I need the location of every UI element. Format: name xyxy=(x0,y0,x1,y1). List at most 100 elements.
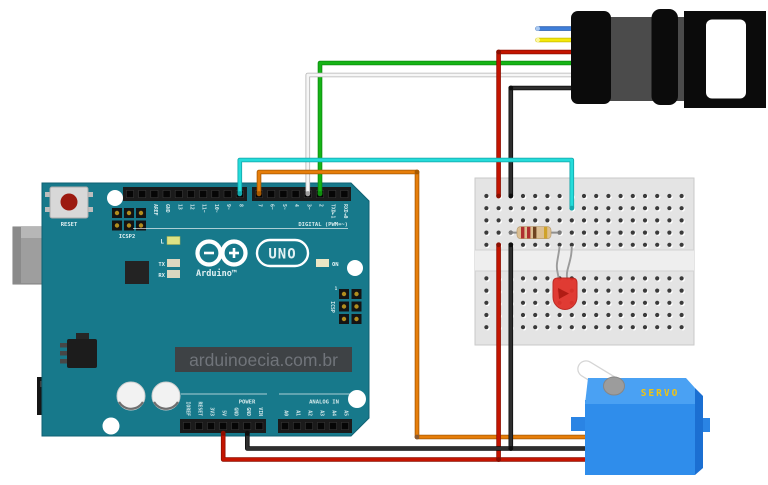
breadboard-hole xyxy=(581,206,587,211)
breadboard-hole xyxy=(581,300,587,305)
breadboard-hole xyxy=(679,242,684,247)
breadboard-hole xyxy=(642,206,648,211)
pin-label: A0 xyxy=(283,410,289,416)
breadboard-hole xyxy=(545,300,550,305)
wire-end-dot xyxy=(569,205,575,211)
header-pin xyxy=(329,422,337,430)
breadboard-hole xyxy=(655,325,660,330)
watermark-box xyxy=(175,347,352,372)
wire-white-outline xyxy=(308,75,577,194)
l-led xyxy=(166,236,181,245)
breadboard-hole xyxy=(569,218,574,223)
breadboard-hole xyxy=(655,206,660,211)
breadboard-hole xyxy=(545,325,550,330)
breadboard-hole xyxy=(520,300,526,305)
breadboard-hole xyxy=(484,312,489,318)
icsp2-label: ICSP2 xyxy=(119,234,136,240)
breadboard-hole xyxy=(642,288,648,293)
power-pins xyxy=(183,422,264,430)
breadboard-hole xyxy=(642,242,648,247)
logo-ring-plus xyxy=(220,239,248,267)
breadboard-hole xyxy=(667,288,672,293)
rx-led xyxy=(167,270,180,278)
breadboard-hole xyxy=(679,230,684,235)
header-pin xyxy=(138,190,147,198)
usb-end xyxy=(13,227,21,284)
wire-corner-dot xyxy=(414,434,420,440)
breadboard-hole xyxy=(679,218,684,223)
pin-label: GND xyxy=(245,407,251,416)
regulator-tab xyxy=(76,333,89,341)
header-pin xyxy=(231,422,240,430)
pin-label: GND xyxy=(164,204,170,213)
breadboard-hole xyxy=(545,288,550,293)
pin-label: TXD►1 xyxy=(330,204,336,219)
breadboard-hole xyxy=(594,288,599,293)
analog-pins xyxy=(281,422,349,430)
arduino-brand: Arduino™ xyxy=(196,268,237,279)
breadboard-hole xyxy=(520,242,526,247)
breadboard-hole xyxy=(581,230,587,235)
breadboard-hole xyxy=(642,276,648,281)
icsp-pin-contact xyxy=(114,223,120,228)
reset-button: RESET xyxy=(45,186,93,228)
breadboard-hole xyxy=(618,193,623,199)
breadboard-hole xyxy=(667,300,672,305)
breadboard-hole xyxy=(484,300,489,305)
pin-label: 3V3 xyxy=(209,407,215,416)
breadboard-hole xyxy=(679,312,684,318)
breadboard-hole xyxy=(606,230,611,235)
icsp2-header xyxy=(112,208,146,231)
breadboard-hole xyxy=(496,206,501,211)
breadboard-hole xyxy=(484,242,489,247)
breadboard-hole xyxy=(484,325,489,330)
breadboard-hole xyxy=(655,218,660,223)
digital-header-right xyxy=(252,187,351,201)
wire-tip-yellow xyxy=(535,37,540,43)
breadboard-hole xyxy=(618,325,623,330)
analog-header xyxy=(278,419,352,433)
reset-label: RESET xyxy=(61,222,78,228)
pin-label: 7 xyxy=(257,204,263,207)
breadboard-hole xyxy=(520,206,526,211)
header-pin xyxy=(305,422,313,430)
breadboard-hole xyxy=(679,276,684,281)
reset-cap xyxy=(60,193,78,211)
wire-end-dot xyxy=(496,242,501,248)
breadboard-hole xyxy=(655,300,660,305)
wire-end-dot xyxy=(508,242,514,248)
breadboard-hole xyxy=(618,300,623,305)
wire-end-dot xyxy=(237,191,243,196)
reset-leg xyxy=(87,192,93,197)
pin-label: RESET xyxy=(197,402,203,417)
icsp-pin-contact xyxy=(341,291,347,297)
header-pin xyxy=(279,190,288,198)
capacitor-mark xyxy=(118,401,144,410)
breadboard-hole xyxy=(533,288,538,293)
breadboard-hole xyxy=(679,193,684,199)
breadboard-hole xyxy=(545,312,550,318)
icsp-pin-contact xyxy=(354,291,359,297)
wire-end-dot xyxy=(508,193,514,199)
capacitor-body xyxy=(116,381,146,411)
pin-label: AREF xyxy=(152,204,158,216)
breadboard-hole xyxy=(581,242,587,247)
breadboard-hole xyxy=(679,206,684,211)
pin-label: 12 xyxy=(189,204,195,210)
breadboard xyxy=(474,177,695,346)
breadboard-hole xyxy=(630,276,635,281)
breadboard-hole xyxy=(520,193,526,199)
breadboard-hole xyxy=(618,312,623,318)
breadboard-hole xyxy=(533,193,538,199)
breadboard-hole xyxy=(520,325,526,330)
servo-side-shade xyxy=(695,388,703,475)
digital-pins-left xyxy=(126,190,244,198)
power-section-label: POWER xyxy=(239,400,256,406)
header-pin xyxy=(199,190,208,198)
regulator-body xyxy=(67,339,97,368)
breadboard-hole xyxy=(606,193,611,199)
resistor-band-brown xyxy=(533,226,537,239)
pin-label: 5V xyxy=(221,410,227,416)
fingerprint-sensor xyxy=(571,9,766,108)
